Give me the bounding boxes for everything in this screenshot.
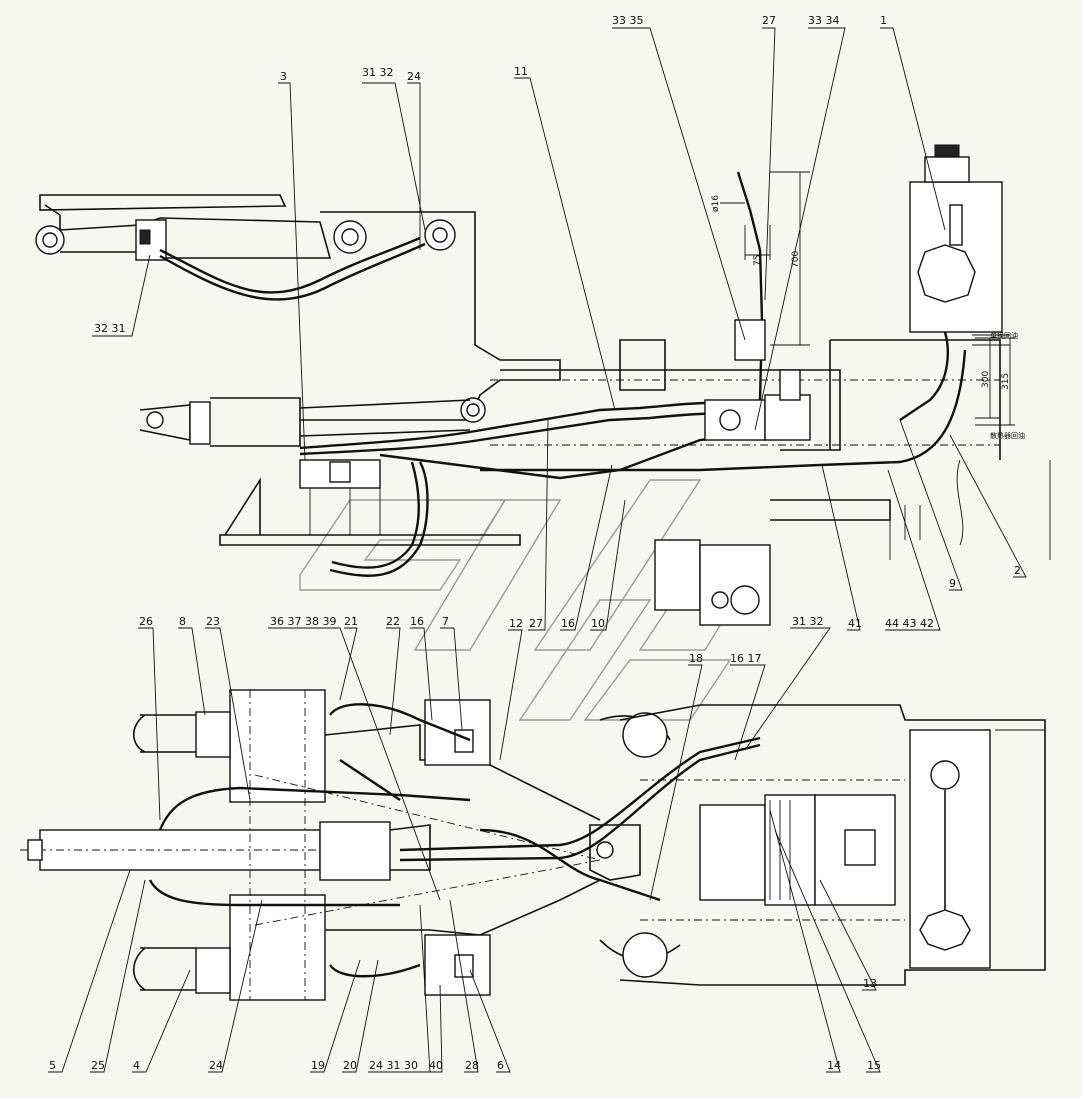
callout-33-35: 33 35 — [612, 14, 644, 27]
leader-lines-top — [92, 27, 1027, 761]
callout-41: 41 — [848, 617, 862, 630]
callout-26: 26 — [139, 615, 153, 628]
callout-22: 22 — [386, 615, 400, 628]
callout-2: 2 — [1014, 564, 1021, 577]
callout-33-34: 33 34 — [808, 14, 840, 27]
upper-view — [35, 144, 1051, 626]
callout-25: 25 — [91, 1059, 105, 1072]
callout-15: 15 — [867, 1059, 881, 1072]
dimension-lines — [720, 171, 1015, 426]
dim-315: 315 — [1001, 373, 1011, 390]
callout-27-lower: 27 — [529, 617, 543, 630]
dim-75: 75 — [753, 255, 763, 266]
callout-18: 18 — [689, 652, 703, 665]
callout-3: 3 — [280, 70, 287, 83]
leader-lines-bottom — [48, 627, 881, 1073]
callout-8: 8 — [179, 615, 186, 628]
dim-16: ø16 — [711, 195, 721, 212]
callout-44-43-42: 44 43 42 — [885, 617, 934, 630]
callout-7: 7 — [442, 615, 449, 628]
callout-12: 12 — [509, 617, 523, 630]
callout-16-17: 16 17 — [730, 652, 762, 665]
callout-28: 28 — [465, 1059, 479, 1072]
callout-5: 5 — [49, 1059, 56, 1072]
callout-23: 23 — [206, 615, 220, 628]
callout-40: 40 — [429, 1059, 443, 1072]
dim-300: 300 — [981, 371, 991, 388]
callout-36-37-38-39: 36 37 38 39 — [270, 615, 336, 628]
callout-1: 1 — [880, 14, 887, 27]
callout-27: 27 — [762, 14, 776, 27]
callout-14: 14 — [827, 1059, 841, 1072]
callout-9: 9 — [949, 577, 956, 590]
dim-700: 700 — [791, 251, 801, 268]
callouts-top: 3 31 32 24 11 33 35 27 33 34 1 32 31 2 9… — [94, 14, 1021, 630]
callout-19: 19 — [311, 1059, 325, 1072]
callout-31-32-upper: 31 32 — [362, 66, 394, 79]
callouts-bottom: 26 8 23 36 37 38 39 21 22 16 7 18 16 17 … — [49, 615, 881, 1072]
callout-16-lower: 16 — [410, 615, 424, 628]
callout-21: 21 — [344, 615, 358, 628]
callout-13: 13 — [863, 977, 877, 990]
callout-10: 10 — [591, 617, 605, 630]
callout-11: 11 — [514, 65, 528, 78]
note-return-oil-single: 单换回油 — [990, 331, 1018, 340]
dimension-text: 700 75 ø16 300 315 单换回油 散热器回油 — [711, 195, 1025, 440]
callout-16-upper: 16 — [561, 617, 575, 630]
note-radiator-return-oil: 散热器回油 — [990, 431, 1025, 440]
callout-20: 20 — [343, 1059, 357, 1072]
callout-24-31-30: 24 31 30 — [369, 1059, 418, 1072]
lower-view — [20, 689, 1046, 1001]
callout-32-31: 32 31 — [94, 322, 126, 335]
callout-6: 6 — [497, 1059, 504, 1072]
callout-31-32-lower: 31 32 — [792, 615, 824, 628]
callout-4: 4 — [133, 1059, 140, 1072]
callout-24-lower: 24 — [209, 1059, 223, 1072]
callout-24-upper: 24 — [407, 70, 421, 83]
